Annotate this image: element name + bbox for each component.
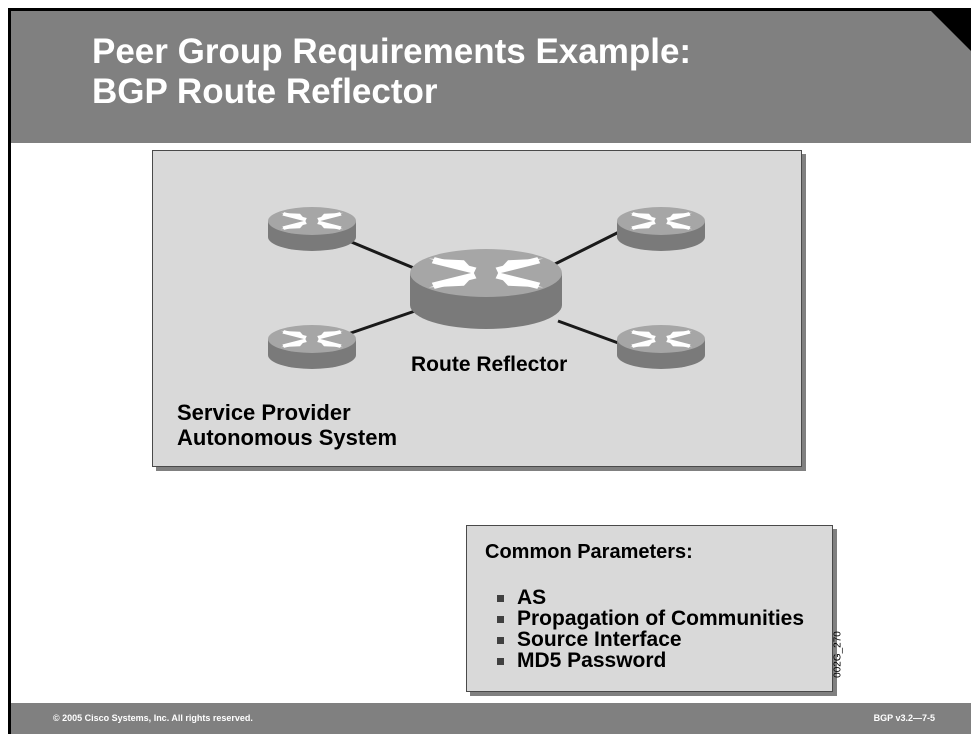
router-icon: [617, 325, 705, 369]
bullet-icon: [497, 637, 504, 644]
common-parameters-heading: Common Parameters:: [485, 541, 693, 563]
list-item-label: Source Interface: [517, 628, 682, 651]
bullet-icon: [497, 616, 504, 623]
router-icon: [268, 325, 356, 369]
footer-bar: © 2005 Cisco Systems, Inc. All rights re…: [11, 703, 971, 734]
common-parameters-box: Common Parameters: AS Propagation of Com…: [466, 525, 833, 692]
autonomous-system-label-line-2: Autonomous System: [177, 425, 398, 450]
autonomous-system-label-line-1: Service Provider: [177, 400, 351, 425]
bullet-icon: [497, 658, 504, 665]
list-item: MD5 Password: [497, 650, 804, 671]
route-reflector-diagram: Route Reflector Service Provider Autonom…: [152, 150, 802, 467]
copyright-text: © 2005 Cisco Systems, Inc. All rights re…: [53, 713, 253, 723]
bullet-icon: [497, 595, 504, 602]
autonomous-system-label: Service Provider Autonomous System: [177, 400, 397, 450]
figure-code-text: 002G_270: [832, 631, 844, 678]
link-bottom-right: [557, 319, 622, 346]
network-topology: [268, 207, 705, 369]
slide-title-line-2: BGP Route Reflector: [92, 72, 438, 111]
list-item: Propagation of Communities: [497, 608, 804, 629]
corner-decoration: [931, 11, 971, 51]
slide-frame-top: [8, 8, 971, 11]
slide-title: Peer Group Requirements Example: BGP Rou…: [92, 32, 691, 112]
list-item-label: Propagation of Communities: [517, 607, 805, 630]
common-parameters-list: AS Propagation of Communities Source Int…: [497, 587, 804, 671]
list-item: AS: [497, 587, 804, 608]
list-item-label: MD5 Password: [517, 649, 667, 672]
link-top-right: [552, 229, 622, 267]
router-icon: [617, 207, 705, 251]
route-reflector-router-icon: [410, 249, 562, 329]
slide-title-line-1: Peer Group Requirements Example:: [92, 32, 692, 71]
route-reflector-label: Route Reflector: [411, 353, 568, 376]
list-item-label: AS: [517, 586, 547, 609]
course-reference: BGP v3.2—7-5: [873, 713, 935, 723]
list-item: Source Interface: [497, 629, 804, 650]
slide-frame-left: [8, 10, 11, 734]
title-bar: [11, 11, 971, 143]
figure-code: 002G_270: [830, 631, 846, 682]
router-icon: [268, 207, 356, 251]
